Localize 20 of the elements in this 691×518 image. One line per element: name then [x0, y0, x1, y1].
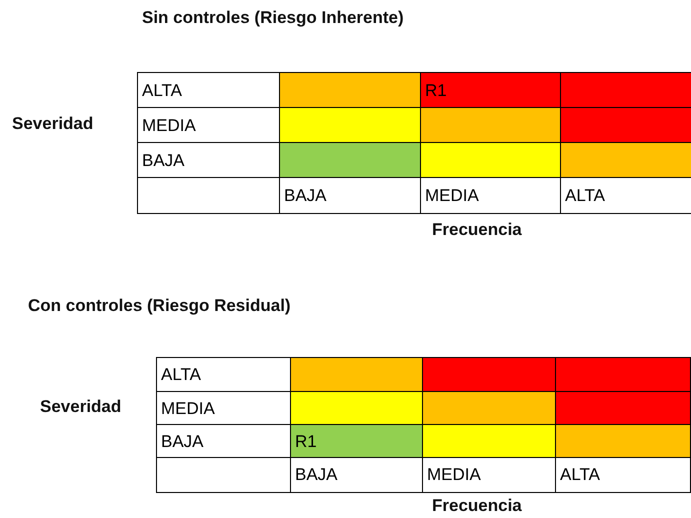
axis-title: Frecuencia — [432, 496, 522, 516]
heat-cell: R1 — [420, 72, 562, 108]
chart-title: Con controles (Riesgo Residual) — [28, 296, 291, 316]
axis-title: Severidad — [12, 114, 94, 134]
table-cell: ALTA — [555, 457, 690, 492]
table-cell: MEDIA — [137, 107, 280, 144]
table-cell: MEDIA — [156, 391, 292, 426]
table-cell: ALTA — [156, 357, 292, 392]
table-cell: MEDIA — [420, 177, 562, 214]
axis-title: Frecuencia — [432, 220, 522, 240]
heat-cell: R1 — [290, 424, 424, 458]
table-cell: BAJA — [279, 177, 422, 214]
table-cell: BAJA — [290, 457, 424, 492]
axis-title: Severidad — [40, 397, 122, 417]
table-cell: BAJA — [137, 142, 280, 178]
table-cell: ALTA — [137, 72, 280, 108]
table-cell: MEDIA — [422, 457, 556, 492]
chart-title: Sin controles (Riesgo Inherente) — [142, 8, 404, 28]
table-cell: ALTA — [560, 177, 691, 214]
table-cell: BAJA — [156, 424, 292, 458]
